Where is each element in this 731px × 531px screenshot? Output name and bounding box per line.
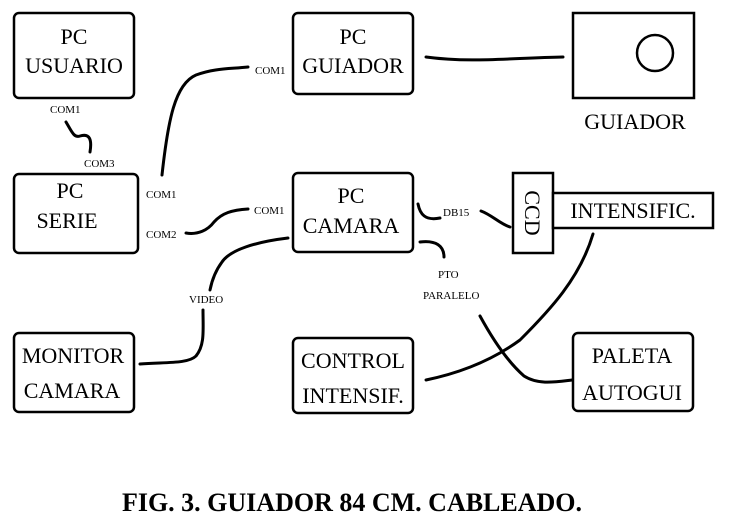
label-video: VIDEO xyxy=(189,294,223,306)
cable-serie-guiador xyxy=(160,65,250,177)
box-paleta-autogui: PALETA AUTOGUI xyxy=(571,331,695,413)
box-pc-serie: PC SERIE xyxy=(12,172,140,255)
cable-camara-monitor xyxy=(208,236,290,292)
connection-labels: COM1 COM3 COM1 COM1 COM2 COM1 DB15 VIDEO… xyxy=(50,65,479,306)
cable-intensific-control xyxy=(424,232,595,382)
label-guiador-com1: COM1 xyxy=(255,65,286,77)
control-intensif-line1: CONTROL xyxy=(301,348,405,373)
paleta-autogui-line2: AUTOGUI xyxy=(582,380,682,405)
paleta-autogui-line1: PALETA xyxy=(592,343,673,368)
camera-lens-icon xyxy=(635,33,675,73)
cable-db15-ccd xyxy=(479,209,512,229)
label-camara-com1: COM1 xyxy=(254,205,285,217)
pc-serie-line1: PC xyxy=(57,178,84,203)
guiador-camera: GUIADOR xyxy=(571,11,696,134)
pc-guiador-line2: GUIADOR xyxy=(302,53,404,78)
label-serie-com2: COM2 xyxy=(146,229,177,241)
label-db15: DB15 xyxy=(443,207,470,219)
label-pto: PTO xyxy=(438,269,459,281)
label-serie-com3: COM3 xyxy=(84,158,115,170)
cable-paralelo-paleta xyxy=(478,314,574,384)
cable-usuario-serie xyxy=(64,120,93,154)
box-intensific: INTENSIFIC. xyxy=(551,191,715,230)
cables xyxy=(64,55,595,384)
ccd-label: CCD xyxy=(520,190,545,235)
label-serie-com1: COM1 xyxy=(146,189,177,201)
cable-video-monitor xyxy=(138,308,205,366)
monitor-camara-line1: MONITOR xyxy=(22,343,125,368)
pc-usuario-line1: PC xyxy=(61,24,88,49)
monitor-camara-line2: CAMARA xyxy=(24,378,121,403)
pc-camara-line1: PC xyxy=(338,183,365,208)
label-usuario-com1: COM1 xyxy=(50,104,81,116)
box-pc-usuario: PC USUARIO xyxy=(12,11,136,100)
box-ccd: CCD xyxy=(511,171,555,255)
label-paralelo: PARALELO xyxy=(423,290,479,302)
cable-guiador-camera xyxy=(424,55,565,62)
box-control-intensif: CONTROL INTENSIF. xyxy=(291,336,415,415)
box-monitor-camara: MONITOR CAMARA xyxy=(12,331,136,414)
box-pc-guiador: PC GUIADOR xyxy=(291,11,415,96)
pc-usuario-line2: USUARIO xyxy=(25,53,123,78)
cable-serie-camara xyxy=(184,207,250,235)
control-intensif-line2: INTENSIF. xyxy=(302,383,404,408)
cable-camara-pto xyxy=(418,240,446,259)
pc-camara-line2: CAMARA xyxy=(303,213,400,238)
figure-caption: FIG. 3. GUIADOR 84 CM. CABLEADO. xyxy=(122,488,582,517)
guiador-label: GUIADOR xyxy=(584,109,686,134)
pc-serie-line2: SERIE xyxy=(36,208,97,233)
intensific-label: INTENSIFIC. xyxy=(570,198,695,223)
cable-camara-db15 xyxy=(416,202,442,221)
box-pc-camara: PC CAMARA xyxy=(291,171,415,254)
pc-guiador-line1: PC xyxy=(340,24,367,49)
